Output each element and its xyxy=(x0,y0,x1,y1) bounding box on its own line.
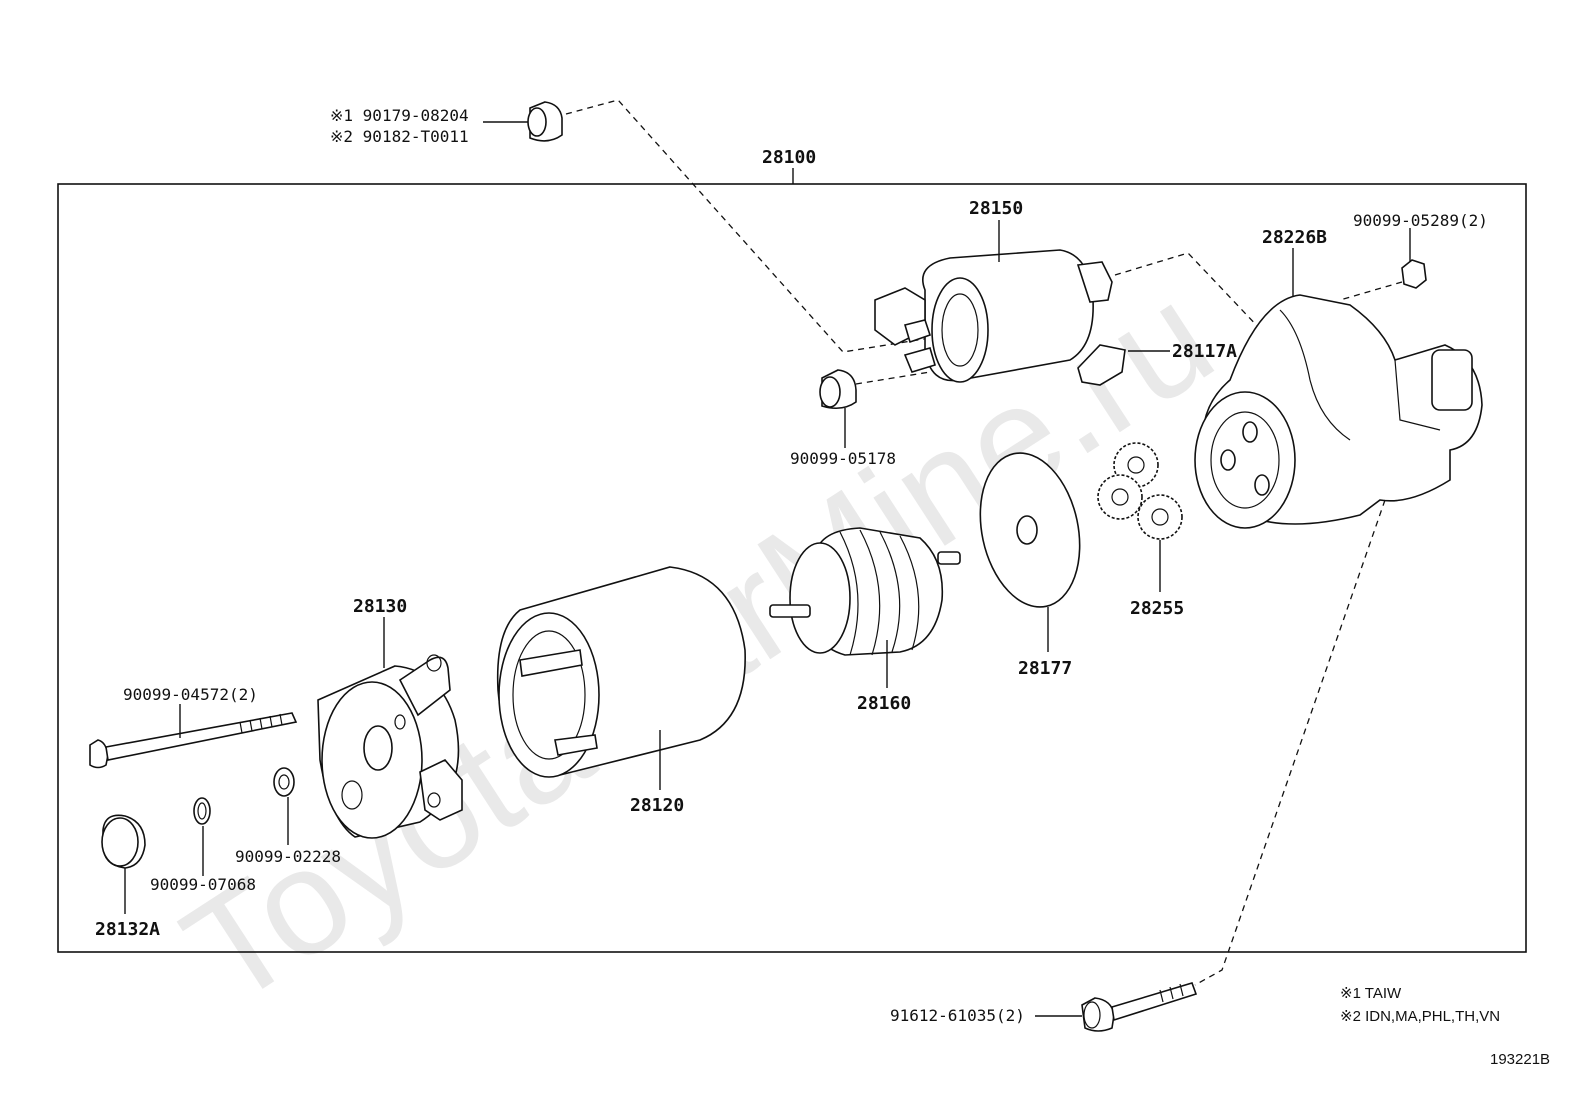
label-90099-07068: 90099-07068 xyxy=(150,875,256,894)
label-28132A: 28132A xyxy=(95,919,160,940)
yoke-28120 xyxy=(496,566,746,790)
assembly-frame xyxy=(57,183,1527,953)
label-28117A: 28117A xyxy=(1172,341,1237,362)
label-28177: 28177 xyxy=(1018,658,1072,679)
figure-id: 193221B xyxy=(1490,1051,1550,1068)
label-90099-05289: 90099-05289(2) xyxy=(1353,211,1488,230)
clip-90099-07068 xyxy=(193,797,211,876)
label-28120: 28120 xyxy=(630,795,684,816)
plug-90179 xyxy=(483,101,563,142)
drive-housing-28226B xyxy=(1194,248,1483,529)
label-28150: 28150 xyxy=(969,198,1023,219)
label-91612-61035: 91612-61035(2) xyxy=(890,1006,1025,1025)
label-90179-08204: ※1 90179-08204 xyxy=(330,106,469,125)
label-90099-05178: 90099-05178 xyxy=(790,449,896,468)
label-90099-04572: 90099-04572(2) xyxy=(123,685,258,704)
label-28226B: 28226B xyxy=(1262,227,1327,248)
note-1: ※1 TAIW xyxy=(1340,985,1402,1002)
solenoid-28150 xyxy=(874,220,1113,383)
nut-90099-05289 xyxy=(1401,228,1427,289)
assembly-label: 28100 xyxy=(762,147,816,168)
label-28255: 28255 xyxy=(1130,598,1184,619)
plate-28177 xyxy=(979,452,1081,652)
spring-28117A xyxy=(1077,344,1170,386)
mounting-bolt-91612-61035 xyxy=(1035,982,1198,1032)
label-28130: 28130 xyxy=(353,596,407,617)
planetary-gears-28255 xyxy=(1097,442,1183,592)
label-90182-t0011: ※2 90182-T0011 xyxy=(330,127,469,146)
note-2: ※2 IDN,MA,PHL,TH,VN xyxy=(1340,1008,1500,1025)
end-frame-28130 xyxy=(317,617,463,839)
plug-90099-05178 xyxy=(819,369,857,448)
cap-28132A xyxy=(101,814,146,914)
label-28160: 28160 xyxy=(857,693,911,714)
armature-28160 xyxy=(769,527,961,688)
label-90099-02228: 90099-02228 xyxy=(235,847,341,866)
washer-90099-02228 xyxy=(273,767,295,845)
through-bolt-90099-04572 xyxy=(89,704,298,769)
